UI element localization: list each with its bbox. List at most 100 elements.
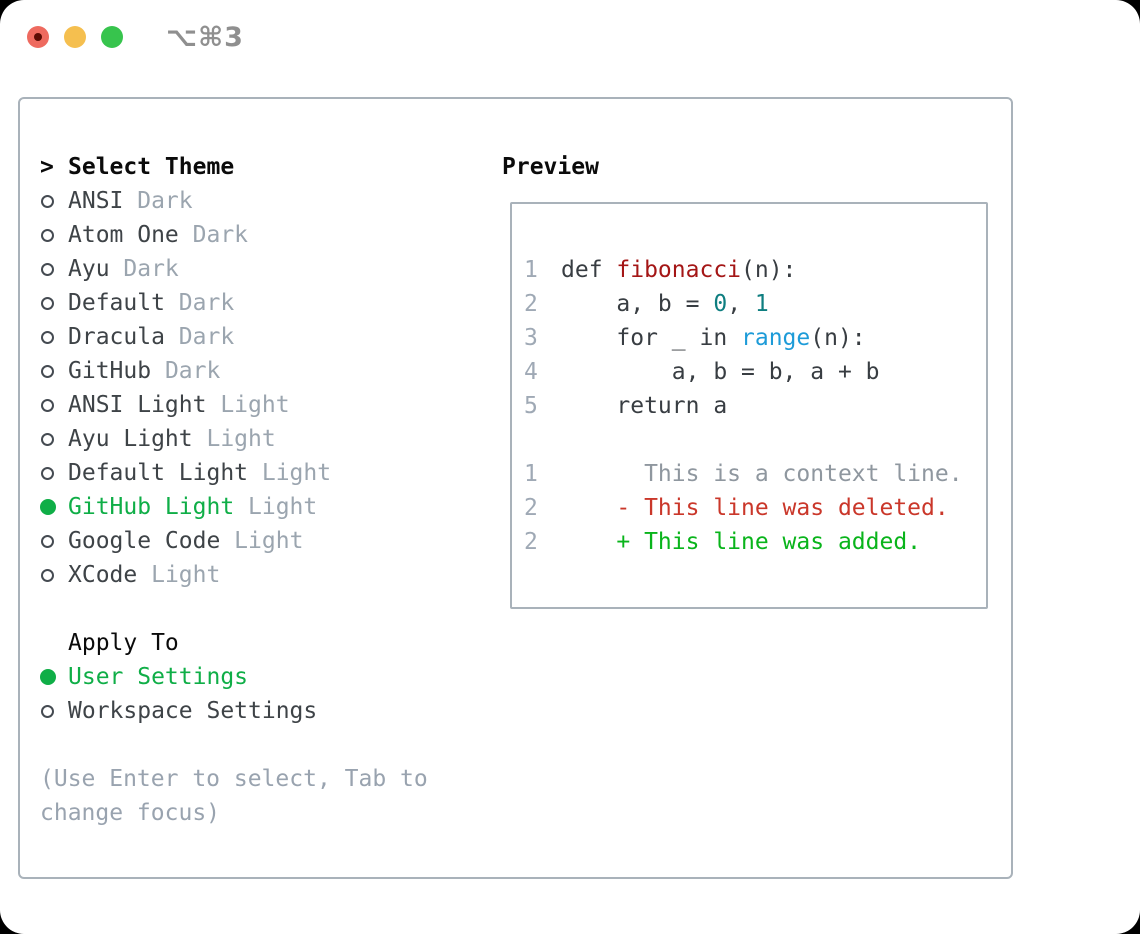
spacer — [40, 592, 428, 626]
theme-variant-tag: Light — [206, 392, 290, 418]
theme-variant-tag: Dark — [109, 256, 179, 282]
apply-to-indent — [40, 626, 68, 660]
line-number: 5 — [524, 393, 538, 419]
radio-unselected-icon — [40, 524, 68, 558]
blank-line — [524, 423, 963, 457]
theme-variant-tag: Dark — [164, 324, 235, 350]
theme-option-atom-one[interactable]: Atom One Dark — [40, 218, 428, 252]
code-segment-plain: a, b = — [561, 291, 714, 317]
apply-to-header: Apply To — [68, 630, 179, 656]
radio-selected-icon — [40, 490, 68, 524]
apply-option-label: Workspace Settings — [68, 698, 318, 724]
apply-option-workspace-settings[interactable]: Workspace Settings — [40, 694, 428, 728]
radio-circle — [41, 568, 54, 582]
selection-caret-icon: > — [40, 150, 68, 184]
theme-list-header-row: > Select Theme — [40, 150, 428, 184]
theme-option-ansi[interactable]: ANSI Dark — [40, 184, 428, 218]
theme-variant-tag: Dark — [123, 188, 193, 214]
theme-option-ayu[interactable]: Ayu Dark — [40, 252, 428, 286]
line-number: 4 — [524, 359, 538, 385]
radio-circle — [41, 330, 54, 344]
window-title-shortcut: ⌥⌘3 — [166, 22, 244, 53]
radio-unselected-icon — [40, 422, 68, 456]
radio-circle — [41, 704, 54, 718]
hint-line-2: change focus) — [40, 800, 221, 826]
code-segment-function: fibonacci — [616, 257, 742, 283]
theme-option-ayu-light[interactable]: Ayu Light Light — [40, 422, 428, 456]
radio-unselected-icon — [40, 286, 68, 320]
close-button[interactable] — [27, 26, 49, 48]
theme-option-xcode[interactable]: XCode Light — [40, 558, 428, 592]
preview-heading: Preview — [502, 154, 599, 180]
radio-circle — [41, 194, 54, 208]
theme-variant-tag: Light — [192, 426, 276, 452]
theme-variant-tag: Dark — [178, 222, 249, 248]
diff-text-context: This is a context line. — [561, 461, 963, 487]
theme-variant-tag: Light — [234, 494, 318, 520]
spacer — [40, 728, 428, 762]
caret-glyph: > — [40, 154, 54, 180]
theme-option-label: ANSI — [68, 188, 124, 214]
theme-option-label: Ayu — [68, 256, 110, 282]
code-segment-plain: (n): — [810, 325, 866, 351]
diff-line-added: 2 + This line was added. — [524, 525, 963, 559]
theme-option-label: Dracula — [68, 324, 165, 350]
theme-option-label: GitHub Light — [68, 494, 235, 520]
line-number: 2 — [524, 495, 538, 521]
theme-option-label: Ayu Light — [68, 426, 193, 452]
theme-option-label: ANSI Light — [68, 392, 207, 418]
radio-selected-icon — [40, 660, 68, 694]
theme-option-label: Default Light — [68, 460, 249, 486]
code-segment-builtin: range — [741, 325, 811, 351]
radio-circle — [41, 262, 54, 276]
radio-unselected-icon — [40, 354, 68, 388]
radio-circle — [41, 534, 54, 548]
radio-unselected-icon — [40, 320, 68, 354]
theme-option-label: Atom One — [68, 222, 179, 248]
theme-option-dracula[interactable]: Dracula Dark — [40, 320, 428, 354]
code-segment-plain: for _ in — [561, 325, 742, 351]
theme-variant-tag: Light — [220, 528, 304, 554]
theme-option-github[interactable]: GitHub Dark — [40, 354, 428, 388]
theme-list-header: Select Theme — [68, 154, 235, 180]
line-number: 2 — [524, 529, 538, 555]
code-segment-plain: , — [727, 291, 755, 317]
apply-to-header-row: Apply To — [40, 626, 428, 660]
theme-option-label: XCode — [68, 562, 138, 588]
code-line-4: 4 a, b = b, a + b — [524, 355, 963, 389]
hint-line-1: (Use Enter to select, Tab to — [40, 766, 428, 792]
radio-unselected-icon — [40, 184, 68, 218]
minimize-button[interactable] — [64, 26, 86, 48]
code-segment-plain: a, b = b, a + b — [561, 359, 880, 385]
line-number: 2 — [524, 291, 538, 317]
theme-option-default-light[interactable]: Default Light Light — [40, 456, 428, 490]
radio-circle — [41, 466, 54, 480]
zoom-button[interactable] — [101, 26, 123, 48]
theme-variant-tag: Dark — [151, 358, 221, 384]
theme-variant-tag: Dark — [164, 290, 235, 316]
code-segment-number: 1 — [754, 291, 769, 317]
code-segment-plain: (n): — [741, 257, 797, 283]
radio-circle — [41, 228, 54, 242]
radio-unselected-icon — [40, 456, 68, 490]
theme-option-default[interactable]: Default Dark — [40, 286, 428, 320]
theme-option-google-code[interactable]: Google Code Light — [40, 524, 428, 558]
code-segment-number: 0 — [713, 291, 728, 317]
radio-circle — [40, 669, 56, 685]
radio-circle — [41, 432, 54, 446]
radio-unselected-icon — [40, 218, 68, 252]
theme-option-ansi-light[interactable]: ANSI Light Light — [40, 388, 428, 422]
theme-variant-tag: Light — [248, 460, 332, 486]
radio-unselected-icon — [40, 252, 68, 286]
theme-option-github-light[interactable]: GitHub Light Light — [40, 490, 428, 524]
theme-option-label: Default — [68, 290, 165, 316]
apply-option-user-settings[interactable]: User Settings — [40, 660, 428, 694]
theme-variant-tag: Light — [137, 562, 221, 588]
titlebar: ⌥⌘3 — [0, 0, 1140, 75]
